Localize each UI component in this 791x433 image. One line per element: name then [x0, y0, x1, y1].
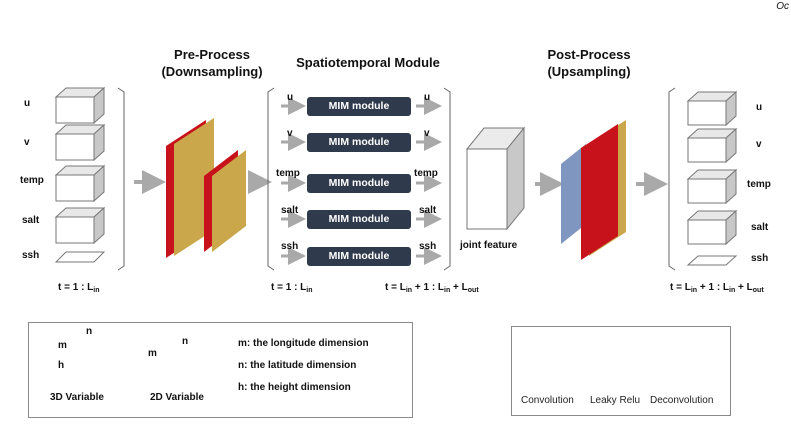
post-process-layers [561, 120, 626, 260]
output-cube-v [686, 127, 738, 164]
time-label-output-c: + L [735, 282, 753, 293]
joint-feature-cube [465, 126, 526, 231]
legend-2d-n-label: n [182, 336, 189, 347]
st-out-label-ssh: ssh [419, 241, 437, 252]
legend-m-description: m: the longitude dimension [238, 338, 369, 349]
legend-h-description: h: the height dimension [238, 382, 351, 393]
st-in-label-ssh: ssh [281, 241, 299, 252]
legend-3d-h-label: h [58, 360, 65, 371]
time-label-st-output-a-sub: in [405, 287, 413, 294]
mim-module-salt: MIM module [307, 210, 411, 229]
pre-process-title: Pre-Process (Downsampling) [158, 46, 266, 80]
legend-leaky-relu-label: Leaky Relu [590, 395, 641, 406]
legend-3d-variable-label: 3D Variable [50, 392, 104, 403]
time-label-st-output-c-sub: out [467, 287, 479, 294]
mim-module-temp: MIM module [307, 174, 411, 193]
corner-text: Oc [776, 1, 789, 12]
mim-module-ssh: MIM module [307, 247, 411, 266]
mim-module-v: MIM module [307, 133, 411, 152]
time-label-st-output-c: + L [450, 282, 468, 293]
post-process-title-line1: Post-Process [547, 47, 631, 62]
input-label-temp: temp [20, 175, 44, 186]
legend-3d-n-label: n [86, 326, 93, 337]
output-cube-temp [686, 168, 738, 205]
pre-process-title-line2: (Downsampling) [161, 64, 263, 79]
input-cube-salt [54, 206, 106, 245]
st-in-label-u: u [287, 92, 294, 103]
time-label-st-output-b-sub: in [444, 287, 451, 294]
legend-2d-variable-label: 2D Variable [150, 392, 204, 403]
joint-feature-label: joint feature [460, 240, 518, 251]
time-label-output: t = Lin + 1 : Lin + Lout [670, 282, 764, 294]
time-label-st-output-a: t = L [385, 282, 406, 293]
output-plane-ssh [686, 255, 738, 266]
time-label-st-input: t = 1 : Lin [271, 282, 313, 294]
input-cube-u [54, 86, 106, 125]
time-label-st-input-sub: in [306, 287, 313, 294]
input-label-salt: salt [22, 215, 40, 226]
post-process-title-line2: (Upsampling) [547, 64, 631, 79]
input-cube-temp [54, 164, 106, 203]
post-process-title: Post-Process (Upsampling) [537, 46, 641, 80]
legend-convolution-label: Convolution [521, 395, 574, 406]
st-out-label-v: v [424, 128, 430, 139]
legend-3d-m-label: m [58, 340, 67, 351]
input-label-u: u [24, 98, 31, 109]
time-label-input: t = 1 : Lin [58, 282, 100, 294]
input-bracket [117, 87, 125, 271]
st-in-label-salt: salt [281, 205, 299, 216]
output-cube-u [686, 90, 738, 127]
time-label-input-text: t = 1 : L [58, 282, 94, 293]
mim-module-u: MIM module [307, 97, 411, 116]
time-label-st-output-b: + 1 : L [412, 282, 445, 293]
time-label-st-output: t = Lin + 1 : Lin + Lout [385, 282, 479, 294]
st-right-bracket [443, 87, 451, 271]
st-in-label-temp: temp [276, 168, 300, 179]
time-label-output-c-sub: out [752, 287, 764, 294]
output-label-u: u [756, 102, 763, 113]
time-label-st-input-text: t = 1 : L [271, 282, 307, 293]
st-arrows [281, 97, 442, 265]
time-label-output-a-sub: in [690, 287, 698, 294]
output-label-ssh: ssh [751, 253, 769, 264]
layer-legend-box [511, 326, 731, 416]
st-out-label-temp: temp [414, 168, 438, 179]
input-plane-ssh [54, 251, 106, 263]
output-cube-salt [686, 209, 738, 246]
pre-process-title-line1: Pre-Process [174, 47, 250, 62]
time-label-output-a: t = L [670, 282, 691, 293]
output-label-v: v [756, 139, 762, 150]
output-label-temp: temp [747, 179, 771, 190]
legend-deconvolution-label: Deconvolution [650, 395, 714, 406]
dimension-legend-box [28, 322, 413, 418]
output-label-salt: salt [751, 222, 769, 233]
st-out-label-salt: salt [419, 205, 437, 216]
input-cube-v [54, 123, 106, 162]
pre-process-layers [166, 118, 246, 258]
time-label-input-sub: in [93, 287, 100, 294]
st-in-label-v: v [287, 128, 293, 139]
output-bracket [668, 87, 676, 271]
time-label-output-b-sub: in [729, 287, 736, 294]
input-label-v: v [24, 137, 30, 148]
st-left-bracket [267, 87, 275, 271]
spatiotemporal-title: Spatiotemporal Module [296, 55, 440, 70]
legend-n-description: n: the latitude dimension [238, 360, 357, 371]
input-label-ssh: ssh [22, 250, 40, 261]
legend-2d-m-label: m [148, 348, 157, 359]
st-out-label-u: u [424, 92, 431, 103]
time-label-output-b: + 1 : L [697, 282, 730, 293]
